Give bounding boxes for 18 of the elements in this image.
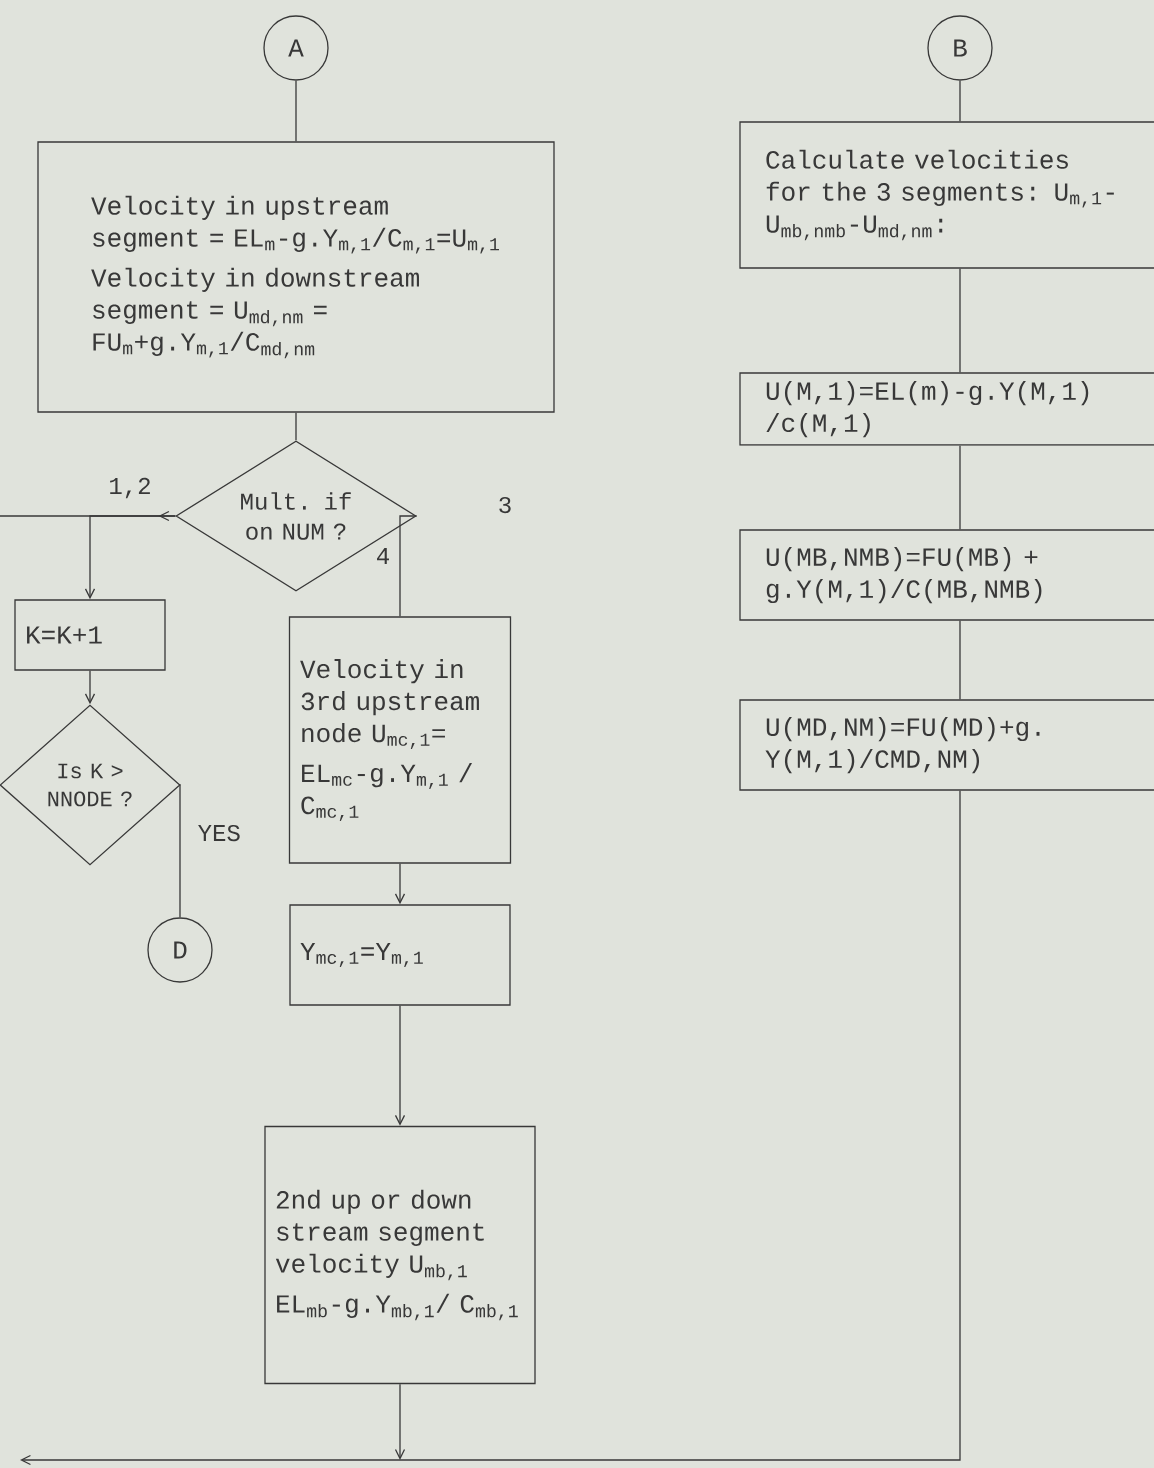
process-box: Velocity in 3rd upstream node U$_{mc,1}$= EL$_{mc}$-g.Y$_{m,1}$ / C$_{mc,1}$: [288, 616, 512, 864]
edge-label: 1,2: [110, 477, 150, 499]
process-box: Y$_{mc,1}$=Y$_{m,1}$: [289, 904, 511, 1006]
process-box: U(MD,NM)=FU(MD)+g. Y(M,1)/CMD,NM): [739, 699, 1154, 791]
process-box: Calculate velocities for the 3 segments: U$_{m,1}$-U$_{mb,nmb}$-U$_{md,nm}$:: [739, 121, 1154, 269]
arrow: [394, 863, 406, 905]
arrow: [394, 1005, 406, 1126]
branch-label: 3: [499, 496, 511, 514]
arrow: [394, 1383, 406, 1460]
edge-label: 4: [377, 548, 389, 564]
process-box: K=K+1: [14, 599, 166, 671]
edge-label: YES: [198, 824, 240, 842]
process-box: U(M,1)=EL(m)-g.Y(M,1) /c(M,1): [739, 372, 1154, 446]
process-box: 2nd up or down stream segment velocity U$_{mb,1}$ EL$_{mb}$-g.Y$_{mb,1}$/ C$_{mb,1}$: [264, 1125, 536, 1385]
arrow: [20, 790, 961, 1466]
process-box: U(MB,NMB)=FU(MB) + g.Y(M,1)/C(MB,NMB): [739, 529, 1154, 621]
arrow: [84, 670, 96, 705]
process-box: Velocity in upstream segment = EL$_{m}$-g.Y$_{m,1}$/C$_{m,1}$=U$_{m,1}$ Velocity in downstream segment = U$_{md,nm}$ = FU$_{m}$+g.Y$_{m,1}$/C$_{md,nm}$: [37, 141, 555, 413]
